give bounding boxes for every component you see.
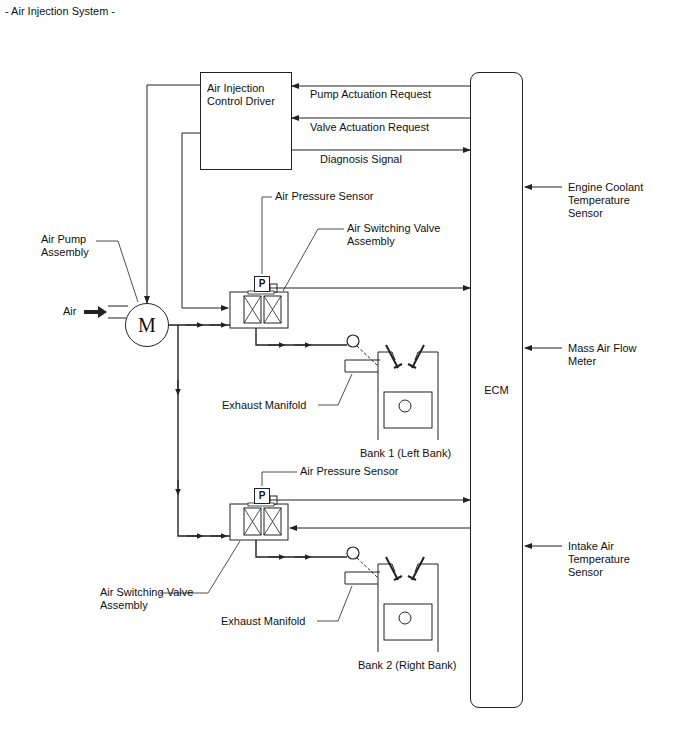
part-label: Mass Air Flow Meter (568, 342, 640, 368)
node-text: M (138, 315, 156, 335)
signal-connector (292, 118, 470, 119)
part-label: Air Pressure Sensor (300, 465, 398, 478)
pressure-sensor: P (254, 276, 270, 292)
driver-box: Air Injection Control Driver (200, 72, 292, 170)
part-label: Exhaust Manifold (222, 399, 306, 412)
pressure-sensor: P (254, 488, 270, 504)
part-label: Intake Air Temperature Sensor (568, 540, 650, 579)
part-label: Engine Coolant Temperature Sensor (568, 181, 666, 220)
signal-connector (270, 288, 470, 289)
node-text: P (259, 491, 266, 501)
signal-label: Pump Actuation Request (308, 88, 433, 101)
node-text: P (259, 279, 266, 289)
signal-connector (147, 85, 200, 303)
node-text: Air Injection Control Driver (207, 82, 285, 108)
signal-connector (292, 86, 470, 87)
ecm-box: ECM (470, 72, 523, 708)
part-label: Air Pressure Sensor (275, 190, 373, 203)
signal-label: Valve Actuation Request (308, 121, 431, 134)
part-label: Bank 2 (Right Bank) (358, 659, 456, 672)
signal-connector (292, 150, 470, 151)
node-text: ECM (484, 384, 508, 397)
part-label: Bank 1 (Left Bank) (360, 447, 451, 460)
signal-connector (270, 500, 470, 501)
signal-label: Diagnosis Signal (318, 153, 404, 166)
part-label: Exhaust Manifold (221, 615, 305, 628)
air-pump-motor: M (125, 303, 169, 347)
part-label: Air Pump Assembly (41, 233, 103, 259)
part-label: Air (63, 305, 76, 318)
part-label: Air Switching Valve Assembly (347, 222, 455, 248)
diagram-title: - Air Injection System - (5, 5, 115, 18)
part-label: Air Switching Valve Assembly (100, 586, 210, 612)
